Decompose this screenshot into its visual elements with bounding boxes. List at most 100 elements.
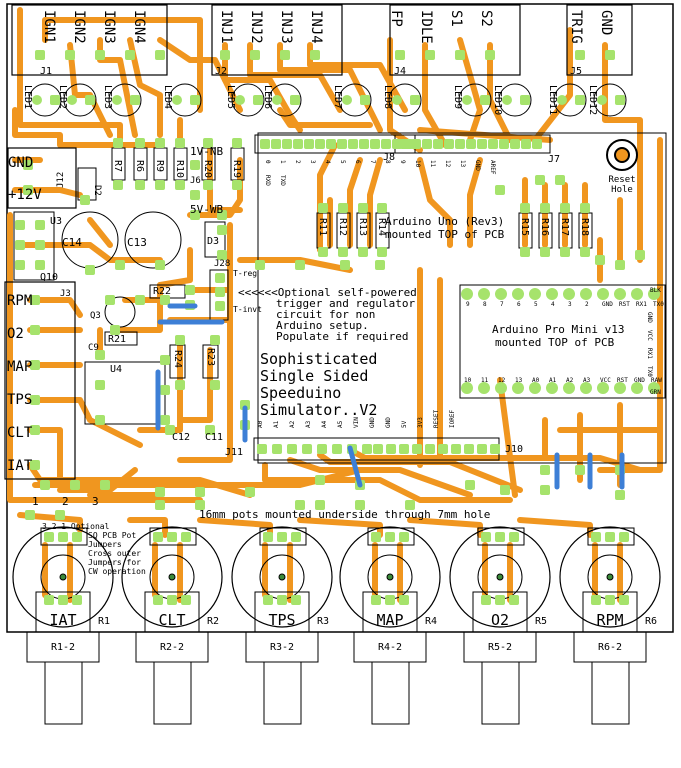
pad [167, 595, 177, 605]
pad [205, 425, 215, 435]
pad [635, 250, 645, 260]
led-pad [575, 95, 585, 105]
led-label: LED1 [22, 85, 33, 109]
pad [15, 240, 25, 250]
pad [153, 595, 163, 605]
jumper-note-line: 3 2 1 Optional [42, 522, 110, 531]
pad [302, 444, 312, 454]
pad [359, 139, 369, 149]
main-title-line: Speeduino [260, 384, 341, 402]
pad [377, 247, 387, 257]
pad [412, 444, 422, 454]
led-label: LED9 [452, 85, 463, 109]
trace [407, 517, 483, 538]
trace [517, 517, 593, 538]
uno-bottom-pin-label: A4 [321, 420, 328, 428]
pad [72, 595, 82, 605]
pot-label: MAP [376, 611, 403, 629]
r23-label: R23 [205, 348, 216, 366]
pot-ref: R6 [645, 616, 657, 627]
pad [461, 288, 473, 300]
j12-label: J12 [56, 172, 66, 188]
pad [495, 288, 507, 300]
pot-second-ref: R2-2 [160, 642, 184, 653]
pad [392, 139, 402, 149]
uno-bottom-pin-label: A3 [305, 420, 312, 428]
pad [451, 444, 461, 454]
pad [348, 139, 358, 149]
pad [540, 247, 550, 257]
promini-bottom-pin-label: 12 [498, 377, 506, 384]
pad [30, 295, 40, 305]
uno-top-pin-label: GND [474, 160, 481, 171]
uno-bottom-pin-label: 3V3 [417, 417, 424, 428]
pad [203, 180, 213, 190]
pad [478, 382, 490, 394]
pad [512, 288, 524, 300]
pad [371, 595, 381, 605]
pad [631, 382, 643, 394]
led-label: LED4 [162, 85, 173, 109]
pot-shaft [263, 661, 302, 725]
led-label: LED11 [547, 85, 558, 115]
pad [217, 210, 227, 220]
r21-outline [104, 331, 138, 346]
resistor-label: R6 [134, 160, 145, 172]
pad [422, 139, 432, 149]
pads [15, 50, 660, 605]
pad [190, 160, 200, 170]
uno-top-pin-label: 11 [429, 160, 436, 168]
pad [546, 288, 558, 300]
q10-label: Q10 [40, 272, 58, 283]
led-outline-1 [28, 83, 62, 117]
pad [615, 260, 625, 270]
optional-note-line: circuit for non [276, 308, 375, 321]
j4-pin-label: IDLE [418, 10, 434, 44]
trace [457, 37, 483, 143]
j4-pin-label: S1 [448, 10, 464, 27]
led-pad [272, 95, 282, 105]
pad [615, 490, 625, 500]
pad [30, 395, 40, 405]
pad [510, 139, 520, 149]
main-title-line: Simulator..V2 [260, 401, 377, 419]
v12-label: +12V [8, 187, 42, 203]
resistor-label: R15 [519, 218, 530, 236]
led-pad [67, 95, 77, 105]
pad [381, 139, 391, 149]
pad [532, 139, 542, 149]
pad [44, 532, 54, 542]
promini-side-pin-label: TX0 [646, 366, 653, 377]
j2-name: J2 [215, 66, 227, 77]
pad [135, 180, 145, 190]
led-outline-2 [63, 83, 97, 117]
uno-outline [257, 132, 667, 464]
pad [175, 380, 185, 390]
pad [405, 500, 415, 510]
pad [619, 532, 629, 542]
j5-pin-label: GND [598, 10, 614, 35]
jumper-note-line: Jumpers for [88, 558, 141, 567]
pad [175, 335, 185, 345]
led-pad [410, 95, 420, 105]
j1-outline [11, 4, 168, 76]
j7-label: J7 [548, 154, 560, 165]
uno-bottom-pin-label: GND [385, 417, 392, 428]
j5-outline [566, 4, 633, 76]
uno-subtitle: mounted TOP of PCB [385, 228, 505, 241]
led-pad [190, 95, 200, 105]
pad [499, 139, 509, 149]
uno-top-pin-label: 13 [459, 160, 466, 168]
promini-subtitle: mounted TOP of PCB [495, 336, 615, 349]
optional-note-line: <<<<<<Optional self-powered [238, 286, 417, 299]
pad [529, 382, 541, 394]
led-pad [502, 95, 512, 105]
pad [631, 288, 643, 300]
pad [495, 595, 505, 605]
resistor-label: R11 [317, 218, 328, 236]
uno-bottom-pin-label: A5 [337, 420, 344, 428]
trace [277, 42, 383, 133]
pad [371, 532, 381, 542]
pad [399, 532, 409, 542]
pad [155, 50, 165, 60]
